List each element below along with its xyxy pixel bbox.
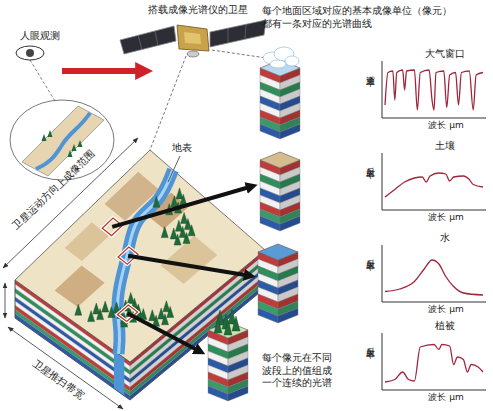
- band-layer: [260, 124, 280, 139]
- pointer-arrow: [128, 256, 251, 276]
- panel-grid: [138, 35, 142, 50]
- axis-label: 波长 μm: [406, 393, 486, 403]
- tree-symbol: [48, 130, 53, 137]
- chart-title: 大气窗口: [402, 48, 488, 59]
- pixel-stack: [260, 47, 300, 139]
- eye-view-map: [22, 106, 104, 176]
- satellite-foil: [184, 32, 201, 44]
- chart-title: 水: [402, 232, 488, 243]
- chart-title: 土壤: [402, 140, 488, 151]
- plot-area: [380, 333, 488, 393]
- tree-symbol: [224, 320, 232, 335]
- pixel-stack: [260, 152, 300, 231]
- spectrum-panel: 大气窗口穿透率波长 μm: [362, 48, 490, 134]
- tree-symbol: [72, 144, 77, 151]
- spectral-curve: [385, 345, 483, 383]
- axis-label: 反射率: [365, 340, 375, 343]
- tree-symbol: [68, 150, 73, 157]
- eye-label: 人眼观测: [20, 30, 60, 43]
- band-layer: [278, 308, 298, 323]
- tree-symbol: [163, 301, 170, 312]
- solar-panel: [210, 20, 266, 47]
- tree-symbol: [176, 188, 183, 199]
- spectrum-panel: 植被反射率波长 μm: [362, 320, 490, 406]
- spectral-curve: [385, 260, 483, 295]
- axis-label: 穿透率: [365, 68, 375, 71]
- band-layer: [280, 216, 300, 231]
- pixel-top: [260, 152, 300, 168]
- band-layer: [208, 386, 228, 401]
- view-line: [30, 60, 55, 101]
- plot-axes: [382, 245, 486, 302]
- leader-line: [168, 156, 180, 182]
- dimension-line: [3, 138, 138, 268]
- dimension-line: [5, 283, 6, 318]
- tree-symbol: [140, 309, 147, 320]
- tree-symbol: [161, 227, 168, 238]
- plot-axes: [382, 153, 486, 210]
- pointer-arrow: [128, 313, 202, 352]
- panel-grid: [228, 28, 229, 43]
- tree-symbol: [93, 303, 100, 314]
- sensor-lens: [187, 51, 199, 57]
- spectrum-panel: 土壤反射率波长 μm: [362, 140, 490, 226]
- panel-grid: [245, 24, 246, 39]
- spectrum-panel: 水反射率波长 μm: [362, 232, 490, 318]
- dimension-line: [8, 327, 123, 409]
- cloud-symbol: [270, 60, 286, 68]
- pixel-stack: [258, 244, 298, 323]
- tree-symbol: [42, 134, 47, 141]
- axis-label: 波长 μm: [406, 121, 486, 131]
- cloud-symbol: [285, 56, 299, 66]
- plot-area: [380, 153, 488, 213]
- tree-symbol: [181, 212, 188, 223]
- tree-symbol: [149, 310, 156, 321]
- tree-symbol: [102, 301, 109, 312]
- band-layer: [260, 216, 280, 231]
- plot-axes: [382, 61, 486, 118]
- pixel-stack: [208, 309, 248, 401]
- axis-label: 波长 μm: [406, 213, 486, 223]
- axis-label: 反射率: [365, 252, 375, 255]
- view-arrow: [62, 68, 146, 74]
- plot-area: [380, 245, 488, 305]
- band-layer: [280, 124, 300, 139]
- eye-view-bubble: [10, 100, 114, 180]
- satellite-body: [177, 25, 209, 51]
- view-line: [150, 56, 186, 150]
- dimension-label: 卫星运动方向上成像范围: [10, 147, 98, 232]
- satellite-label: 搭载成像光谱仪的卫星: [148, 4, 248, 17]
- band-layer: [228, 386, 248, 401]
- spectral-curve: [385, 70, 483, 110]
- eye-symbol: [16, 46, 44, 60]
- tree-symbol: [153, 196, 160, 207]
- spectral-curve: [385, 173, 483, 197]
- pixel-top: [258, 244, 298, 260]
- plot-area: [380, 61, 488, 121]
- satellite: [120, 20, 266, 57]
- band-layer: [258, 308, 278, 323]
- eye-pupil: [26, 49, 34, 57]
- panel-grid: [155, 31, 158, 46]
- note-text: 每个像元在不同 波段上的值组成 一个连续的光谱: [262, 352, 336, 390]
- tree-symbol: [232, 316, 240, 331]
- dimension-label: 卫星推扫带宽: [30, 357, 86, 402]
- solar-panel: [120, 26, 176, 54]
- surface-label: 地表: [172, 142, 192, 155]
- tree-symbol: [214, 318, 222, 333]
- plot-axes: [382, 333, 486, 390]
- chart-title: 植被: [402, 320, 488, 331]
- axis-label: 反射率: [365, 160, 375, 163]
- tree-symbol: [75, 304, 82, 315]
- soil-patch: [55, 265, 105, 307]
- pointer-arrow: [112, 186, 253, 227]
- tree-symbol: [127, 293, 134, 304]
- axis-label: 波长 μm: [406, 305, 486, 315]
- header-note: 每个地面区域对应的基本成像单位（像元） 都有一条对应的光谱曲线: [262, 5, 462, 30]
- illustration-group: [3, 20, 300, 409]
- tree-symbol: [78, 140, 83, 147]
